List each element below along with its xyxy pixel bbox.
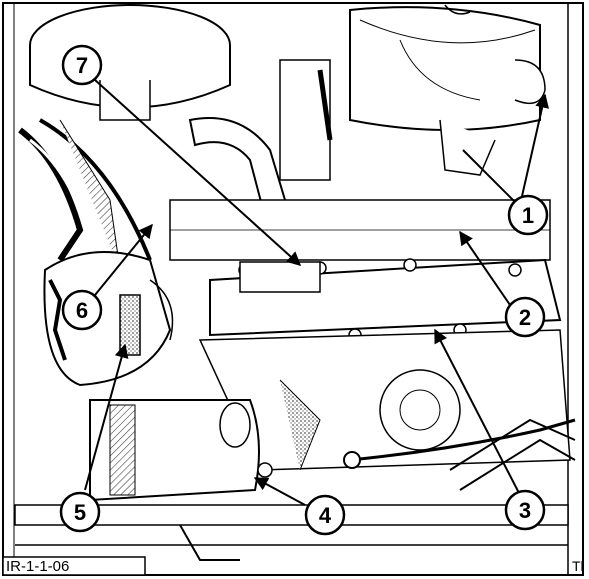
cylinder-head: [169, 199, 551, 261]
leader-7: [94, 79, 302, 266]
leader-4: [253, 477, 306, 506]
leader-1b: [462, 149, 519, 206]
leader-1a: [519, 93, 550, 206]
callout-4-label: 4: [319, 503, 332, 528]
callout-5-label: 5: [74, 500, 86, 525]
leader-lines: [84, 79, 550, 506]
callout-4: 4: [304, 494, 346, 536]
leader-5: [84, 343, 129, 491]
callout-5: 5: [59, 491, 101, 533]
callout-7: 7: [61, 44, 103, 86]
figure-id-box: [2, 556, 146, 576]
callout-2-label: 2: [519, 305, 531, 330]
frame-rail: [14, 504, 569, 561]
callout-6-label: 6: [76, 298, 88, 323]
corner-mark: Tl: [572, 558, 584, 574]
callout-7-label: 7: [76, 53, 88, 78]
figure-id: IR-1-1-06: [6, 558, 69, 575]
callout-6: 6: [61, 289, 103, 331]
callout-2: 2: [504, 296, 546, 338]
callout-1-label: 1: [522, 203, 534, 228]
callout-3-label: 3: [519, 498, 531, 523]
callout-1: 1: [507, 194, 549, 236]
fuel-lines: [343, 418, 576, 491]
leader-2: [459, 230, 511, 306]
engine-block: [198, 329, 571, 471]
alternator: [43, 251, 174, 387]
canister: [349, 4, 546, 176]
leader-3: [434, 328, 521, 496]
starter-motor: [89, 399, 273, 502]
callout-3: 3: [504, 489, 546, 531]
leader-6: [94, 223, 153, 296]
